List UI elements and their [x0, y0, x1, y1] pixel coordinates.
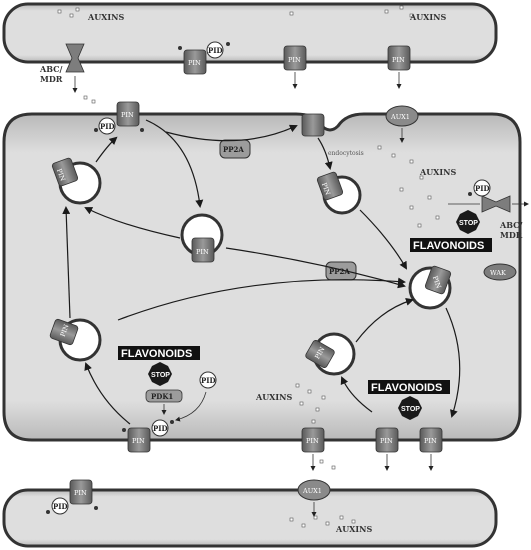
pp2a-center: PP2A: [325, 261, 357, 281]
stop-sign-right-lower: STOP: [398, 396, 422, 420]
svg-text:PIN: PIN: [392, 56, 405, 64]
stop-sign-right-upper: STOP: [456, 210, 480, 234]
flavonoids-box-right: FLAVONOIDS: [410, 238, 492, 252]
pdk1-protein: PDK1: [145, 389, 183, 415]
abc-mdr-label-top-2: MDR: [40, 74, 63, 84]
vesicle-upper-right: PIN: [316, 171, 362, 215]
abc-mdr-label-right: ABC/: [499, 220, 522, 230]
flavonoids-box-right-lower: FLAVONOIDS: [368, 380, 450, 394]
svg-text:WAK: WAK: [490, 269, 506, 277]
svg-text:PP2A: PP2A: [223, 145, 244, 154]
pid-right: PID: [468, 179, 491, 197]
pp2a-top: PP2A: [219, 139, 251, 159]
auxins-label-top-right: AUXINS: [409, 12, 446, 22]
pin-top-2: PIN: [283, 45, 307, 89]
svg-text:PIN: PIN: [424, 437, 437, 445]
svg-text:STOP: STOP: [401, 406, 420, 413]
top-cell: [2, 2, 498, 64]
pin-bottom-cell: PIN: [69, 479, 93, 505]
svg-text:PID: PID: [153, 424, 168, 433]
pin-middle-bottom-left: PIN: [127, 427, 151, 453]
auxin-molecules: [57, 5, 440, 528]
svg-text:PID: PID: [100, 122, 115, 131]
svg-text:PID: PID: [53, 502, 68, 511]
pin-middle-bottom-right-1: PIN: [375, 427, 399, 471]
svg-text:PIN: PIN: [320, 182, 332, 197]
svg-text:PIN: PIN: [59, 323, 71, 338]
pin-middle-bottom-right-2: PIN: [419, 427, 443, 471]
flavonoids-box-left: FLAVONOIDS: [118, 346, 200, 360]
svg-text:PID: PID: [208, 46, 223, 55]
auxins-label-middle-bottom: AUXINS: [255, 392, 292, 402]
bottom-cell: [2, 488, 498, 548]
svg-text:PIN: PIN: [55, 168, 67, 183]
svg-text:PIN: PIN: [121, 111, 134, 119]
svg-text:PIN: PIN: [132, 437, 145, 445]
svg-text:STOP: STOP: [459, 220, 478, 227]
vesicle-right-main: PIN: [408, 265, 452, 310]
svg-text:PIN: PIN: [196, 248, 209, 256]
svg-text:PID: PID: [201, 376, 216, 385]
pid-middle-top-left: PID: [94, 117, 144, 135]
svg-text:PIN: PIN: [188, 59, 201, 67]
svg-text:AUX1: AUX1: [302, 487, 322, 495]
svg-text:FLAVONOIDS: FLAVONOIDS: [413, 240, 484, 252]
auxins-label-bottom: AUXINS: [335, 524, 372, 534]
svg-text:AUX1: AUX1: [390, 113, 410, 121]
auxins-label-top-left: AUXINS: [87, 12, 124, 22]
abc-mdr-label-top: ABC/: [39, 64, 62, 74]
pin-middle-top-right: [301, 113, 325, 137]
vesicle-lower-left: PIN: [49, 318, 102, 362]
wak-protein: WAK: [483, 263, 517, 281]
svg-text:PP2A: PP2A: [329, 267, 350, 276]
svg-text:STOP: STOP: [151, 372, 170, 379]
svg-text:PDK1: PDK1: [151, 392, 173, 401]
pin-middle-bottom-center: PIN: [301, 427, 325, 471]
pin-middle-top-left: PIN: [116, 101, 140, 127]
pid-lower-right-of-pdk1: PID: [175, 371, 217, 422]
pin-top-1: PIN: [183, 49, 207, 75]
stop-sign-left: STOP: [148, 362, 172, 386]
aux1-top: AUX1: [385, 105, 419, 143]
trafficking-arrows: [62, 119, 461, 425]
pin-top-3: PIN: [387, 45, 411, 89]
abc-mdr-transporter-top: [65, 43, 85, 93]
aux1-bottom: AUX1: [297, 479, 331, 517]
svg-text:PIN: PIN: [306, 437, 319, 445]
svg-text:PIN: PIN: [288, 56, 301, 64]
svg-text:FLAVONOIDS: FLAVONOIDS: [371, 382, 442, 394]
pid-top: PID: [178, 41, 230, 59]
svg-text:FLAVONOIDS: FLAVONOIDS: [121, 348, 192, 360]
svg-text:PIN: PIN: [380, 437, 393, 445]
pid-bottom-cell: PID: [46, 497, 98, 515]
svg-text:PID: PID: [475, 184, 490, 193]
vesicle-lower-right: PIN: [305, 332, 356, 376]
vesicle-upper-left: PIN: [51, 157, 102, 205]
endocytosis-label: endocytosis: [328, 150, 364, 157]
abc-mdr-label-right-2: MDR: [500, 230, 523, 240]
abc-mdr-transporter-right: [448, 195, 529, 213]
svg-text:PIN: PIN: [431, 275, 443, 290]
vesicle-center: PIN: [180, 213, 224, 263]
svg-text:PIN: PIN: [74, 489, 87, 497]
auxins-label-middle-right: AUXINS: [419, 167, 456, 177]
pid-middle-bottom-left: PID: [122, 419, 174, 437]
